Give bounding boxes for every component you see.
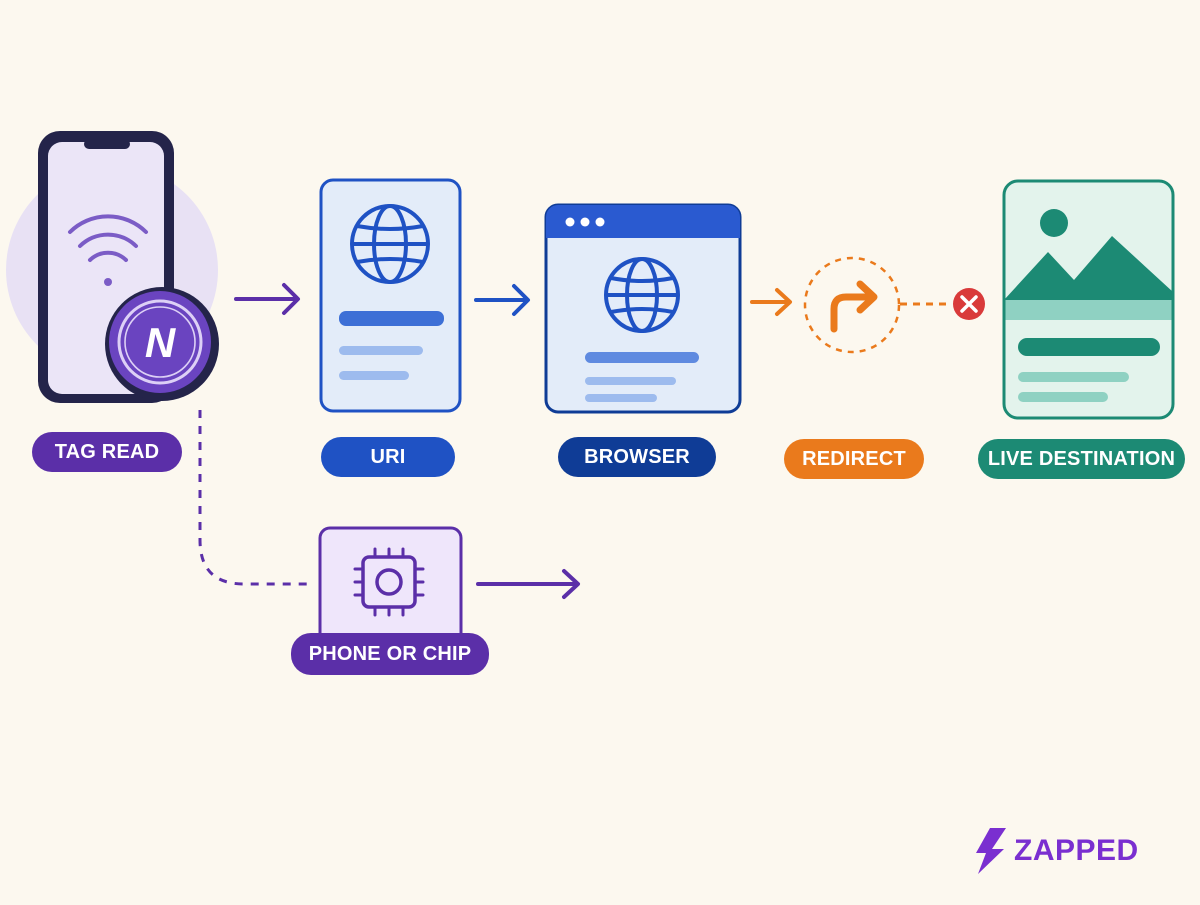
error-x-icon xyxy=(953,288,985,320)
brand-name: ZAPPED xyxy=(1014,834,1139,867)
dashed-connector-phone-to-chip xyxy=(198,410,312,586)
label-redirect: REDIRECT xyxy=(784,439,924,479)
arrow-to-redirect xyxy=(750,288,792,316)
label-tag-read: TAG READ xyxy=(32,432,182,472)
label-uri: URI xyxy=(321,437,455,477)
nfc-tag-icon: N xyxy=(105,287,219,401)
chip-icon xyxy=(318,526,463,645)
label-phone-or-chip: PHONE OR CHIP xyxy=(291,633,489,675)
label-browser: BROWSER xyxy=(558,437,716,477)
arrow-from-chip xyxy=(476,569,580,599)
image-landscape-icon xyxy=(1002,179,1175,420)
arrow-to-browser xyxy=(474,284,530,316)
brand-logo: ZAPPED xyxy=(972,826,1139,876)
arrow-to-uri xyxy=(234,283,300,315)
nfc-tag-letter: N xyxy=(145,319,177,366)
browser-window-icon xyxy=(544,203,742,414)
globe-icon xyxy=(350,204,430,284)
lightning-logo-icon xyxy=(976,828,1006,874)
globe-icon xyxy=(604,257,680,333)
label-live-destination: LIVE DESTINATION xyxy=(978,439,1185,479)
wifi-icon xyxy=(68,214,148,286)
uri-card xyxy=(319,178,462,413)
redirect-arrow-icon xyxy=(803,256,901,354)
